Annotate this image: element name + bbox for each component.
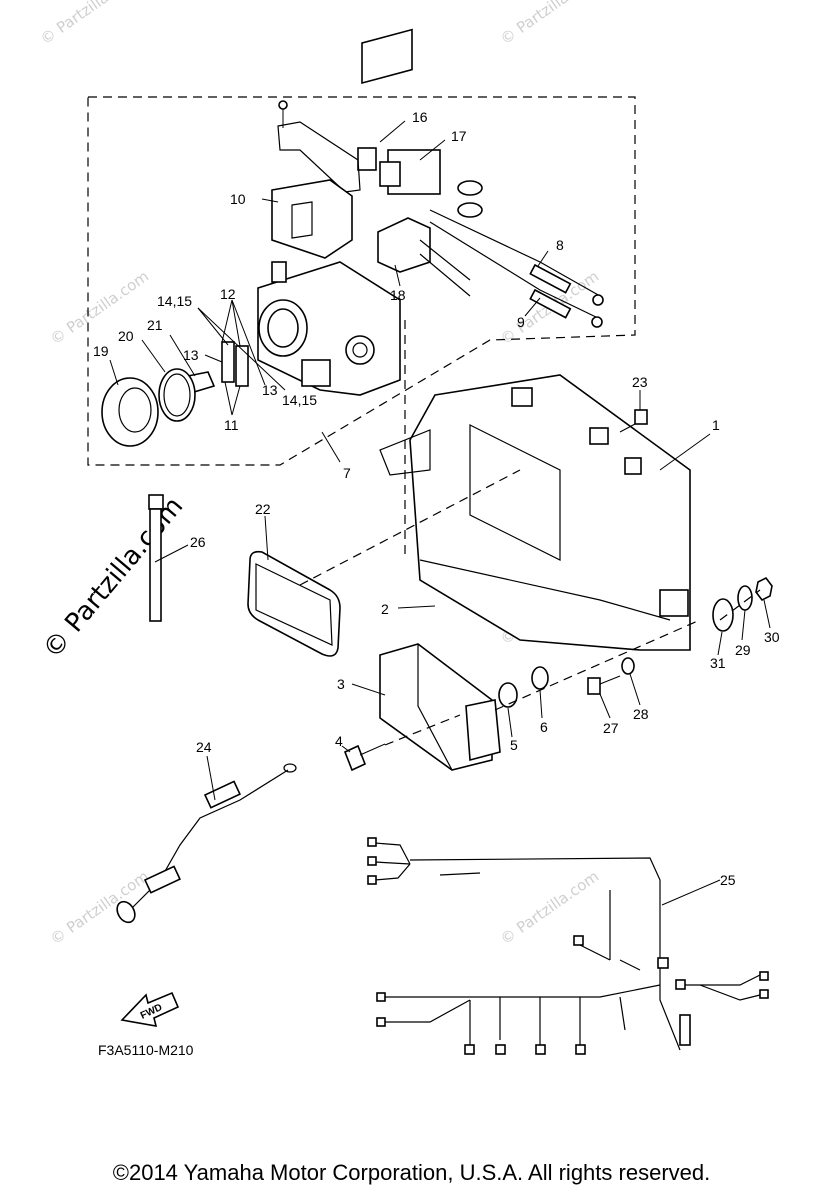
- bolt-23: [619, 409, 648, 433]
- callout-16: 16: [412, 109, 428, 125]
- callout-29: 29: [735, 642, 751, 658]
- callout-18: 18: [390, 287, 406, 303]
- watermark-1: © Partzilla.com: [37, 0, 142, 48]
- callout-7: 7: [343, 465, 351, 481]
- callout-21: 21: [147, 317, 163, 333]
- bolt-27: [587, 675, 621, 695]
- callout-14-15b: 14,15: [282, 392, 317, 408]
- watermark-7: © Partzilla.com: [497, 867, 602, 948]
- callout-3: 3: [337, 676, 345, 692]
- callout-27: 27: [603, 720, 619, 736]
- callout-22: 22: [255, 501, 271, 517]
- callout-5: 5: [510, 737, 518, 753]
- spacer-31: [712, 598, 734, 632]
- grommet-5: [498, 682, 518, 708]
- diagram-code: F3A5110-M210: [98, 1042, 194, 1058]
- callout-11: 11: [224, 417, 239, 433]
- callout-20: 20: [118, 328, 134, 344]
- callout-23: 23: [632, 374, 648, 390]
- copyright-notice: ©2014 Yamaha Motor Corporation, U.S.A. A…: [112, 1160, 711, 1185]
- callout-14-15a: 14,15: [157, 293, 192, 309]
- relay-17: [379, 149, 441, 195]
- callout-4: 4: [335, 733, 343, 749]
- callout-26: 26: [190, 534, 206, 550]
- harness-24: [116, 763, 297, 924]
- coil-18: [377, 217, 431, 273]
- cap-19: [101, 377, 159, 447]
- ecu-3: [379, 643, 501, 771]
- washer-28: [621, 657, 635, 675]
- bolt-4: [343, 743, 386, 772]
- relay-16: [357, 28, 413, 171]
- watermark-6: © Partzilla.com: [47, 867, 152, 948]
- cable-tie-26: [148, 494, 164, 622]
- callout-2: 2: [381, 601, 389, 617]
- callout-24: 24: [196, 739, 212, 755]
- o-ring-20: [158, 368, 196, 422]
- callout-31: 31: [710, 655, 726, 671]
- callout-6: 6: [540, 719, 548, 735]
- callout-8: 8: [556, 237, 564, 253]
- callout-12: 12: [220, 286, 236, 302]
- callout-1: 1: [712, 417, 720, 433]
- throttle-body: [257, 261, 401, 396]
- callout-13b: 13: [262, 382, 278, 398]
- nut-30: [755, 576, 773, 602]
- electrical-box-1: [379, 374, 691, 651]
- leader-lines: [109, 120, 771, 906]
- callouts: 1 2 3 4 5 6 7 8 9 10 11 12 13 13 14,15 1…: [93, 109, 780, 888]
- collar-6: [531, 666, 549, 690]
- callout-10: 10: [230, 191, 246, 207]
- watermark-main: © Partzilla.com: [37, 492, 189, 665]
- callout-9: 9: [517, 314, 525, 330]
- watermark-3: © Partzilla.com: [47, 267, 152, 348]
- bracket: [277, 121, 361, 193]
- callout-17: 17: [451, 128, 467, 144]
- callout-28: 28: [633, 706, 649, 722]
- callout-19: 19: [93, 343, 109, 359]
- watermark-2: © Partzilla.com: [497, 0, 602, 48]
- callout-30: 30: [764, 629, 780, 645]
- fwd-arrow: FWD: [120, 991, 180, 1028]
- gasket-22: [247, 550, 341, 657]
- callout-13a: 13: [183, 347, 199, 363]
- plug-wires: [419, 180, 604, 328]
- harness-25: [367, 837, 769, 1055]
- callout-25: 25: [720, 872, 736, 888]
- subassembly-boundary: [87, 96, 636, 466]
